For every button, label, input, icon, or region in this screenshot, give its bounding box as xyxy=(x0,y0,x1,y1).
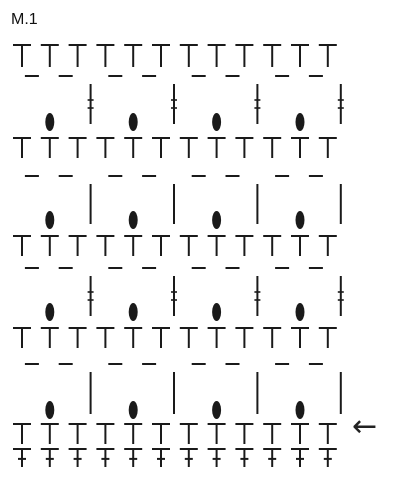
stitch-foundation-6 xyxy=(179,448,198,467)
bobble-2-3 xyxy=(295,303,305,321)
stitch-t-2-4 xyxy=(124,327,143,348)
post-0-3 xyxy=(337,84,344,124)
bobble-3-3 xyxy=(295,401,305,419)
bobble-2-0 xyxy=(45,303,55,321)
stitch-t-2-7 xyxy=(207,327,226,348)
stitch-t-2-1 xyxy=(40,327,59,348)
bobble-0-0 xyxy=(45,113,55,131)
stitch-t-1-1 xyxy=(40,235,59,256)
post-2-3 xyxy=(337,276,344,316)
bobble-3-2 xyxy=(212,401,222,419)
bobble-1-0 xyxy=(45,211,55,229)
stitch-t-top-1 xyxy=(40,44,59,67)
row-direction-arrow: ← xyxy=(352,409,378,444)
post-0-2 xyxy=(254,84,261,124)
stitch-t-0-9 xyxy=(263,137,282,158)
stitch-t-1-4 xyxy=(124,235,143,256)
stitch-t-1-8 xyxy=(235,235,254,256)
stitch-t-1-7 xyxy=(207,235,226,256)
stitch-foundation-4 xyxy=(124,448,143,467)
bobble-0-2 xyxy=(212,113,222,131)
stitch-t-top-10 xyxy=(291,44,309,67)
stitch-foundation-11 xyxy=(318,448,337,467)
stitch-t-0-8 xyxy=(235,137,254,158)
stitch-t-3-10 xyxy=(291,423,309,444)
stitch-t-3-9 xyxy=(263,423,282,444)
stitch-t-0-11 xyxy=(318,137,337,158)
stitch-t-2-10 xyxy=(291,327,309,348)
stitch-t-top-8 xyxy=(235,44,254,67)
stitch-t-2-11 xyxy=(318,327,337,348)
stitch-t-3-8 xyxy=(235,423,254,444)
stitch-t-1-9 xyxy=(263,235,282,256)
stitch-t-top-5 xyxy=(152,44,170,67)
stitch-t-2-9 xyxy=(263,327,282,348)
stitch-t-3-5 xyxy=(152,423,170,444)
stitch-t-1-6 xyxy=(179,235,198,256)
stitch-t-top-7 xyxy=(207,44,226,67)
stitch-t-0-6 xyxy=(179,137,198,158)
stitch-t-2-0 xyxy=(13,327,31,348)
stitch-foundation-3 xyxy=(96,448,115,467)
stitch-t-3-1 xyxy=(40,423,59,444)
bobble-1-2 xyxy=(212,211,222,229)
stitch-t-2-5 xyxy=(152,327,170,348)
bobble-0-1 xyxy=(128,113,138,131)
stitch-t-1-3 xyxy=(96,235,115,256)
stitch-t-2-3 xyxy=(96,327,115,348)
stitch-t-0-4 xyxy=(124,137,143,158)
bobble-3-0 xyxy=(45,401,55,419)
stitch-t-1-2 xyxy=(68,235,87,256)
bobble-2-1 xyxy=(128,303,138,321)
stitch-t-3-4 xyxy=(124,423,143,444)
stitch-t-top-4 xyxy=(124,44,143,67)
bobble-1-1 xyxy=(128,211,138,229)
stitch-t-0-10 xyxy=(291,137,309,158)
stitch-t-2-6 xyxy=(179,327,198,348)
stitch-foundation-9 xyxy=(263,448,282,467)
stitch-foundation-2 xyxy=(68,448,87,467)
post-2-2 xyxy=(254,276,261,316)
stitch-t-0-7 xyxy=(207,137,226,158)
bobble-2-2 xyxy=(212,303,222,321)
stitch-t-1-5 xyxy=(152,235,170,256)
stitch-t-3-0 xyxy=(13,423,31,444)
post-0-0 xyxy=(87,84,94,124)
post-2-1 xyxy=(171,276,177,316)
stitch-t-3-7 xyxy=(207,423,226,444)
chart-title: M.1 xyxy=(11,11,38,28)
stitch-t-1-10 xyxy=(291,235,309,256)
post-2-0 xyxy=(87,276,94,316)
bobble-0-3 xyxy=(295,113,305,131)
stitch-t-0-2 xyxy=(68,137,87,158)
stitch-foundation-10 xyxy=(291,448,309,467)
stitch-t-top-9 xyxy=(263,44,282,67)
stitch-t-top-2 xyxy=(68,44,87,67)
stitch-foundation-7 xyxy=(207,448,226,467)
stitch-t-3-6 xyxy=(179,423,198,444)
stitch-t-top-3 xyxy=(96,44,115,67)
stitch-t-0-3 xyxy=(96,137,115,158)
stitch-foundation-0 xyxy=(13,448,31,467)
stitch-t-0-5 xyxy=(152,137,170,158)
stitch-t-0-0 xyxy=(13,137,31,158)
stitch-t-0-1 xyxy=(40,137,59,158)
stitch-t-3-2 xyxy=(68,423,87,444)
stitch-t-1-11 xyxy=(318,235,337,256)
stitch-t-top-11 xyxy=(318,44,337,67)
stitch-t-2-2 xyxy=(68,327,87,348)
stitch-foundation-8 xyxy=(235,448,254,467)
stitch-t-top-6 xyxy=(179,44,198,67)
post-0-1 xyxy=(171,84,177,124)
bobble-1-3 xyxy=(295,211,305,229)
stitch-t-3-3 xyxy=(96,423,115,444)
stitch-t-top-0 xyxy=(13,44,31,67)
stitch-foundation-1 xyxy=(40,448,59,467)
bobble-3-1 xyxy=(128,401,138,419)
stitch-t-2-8 xyxy=(235,327,254,348)
stitch-t-3-11 xyxy=(318,423,337,444)
stitch-foundation-5 xyxy=(152,448,170,467)
stitch-t-1-0 xyxy=(13,235,31,256)
